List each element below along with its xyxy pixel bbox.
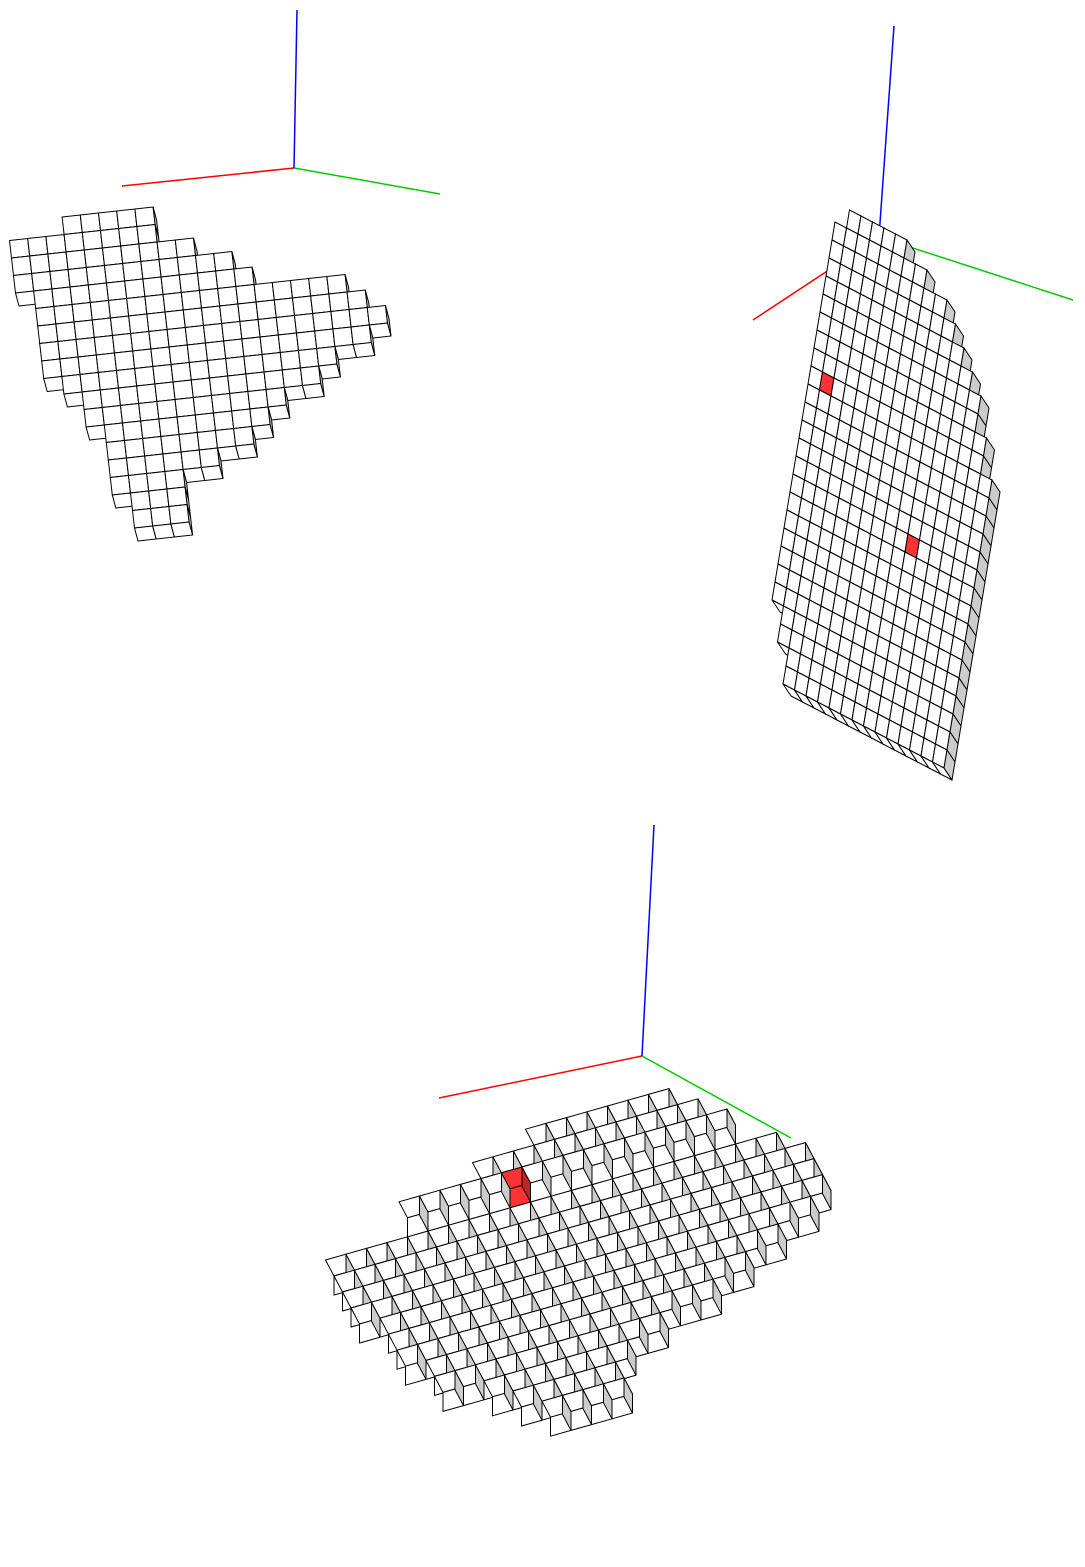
voxel-cube — [724, 1251, 755, 1294]
voxel-cube — [198, 447, 224, 482]
voxel-cube — [168, 503, 194, 538]
voxel-cube — [521, 1160, 552, 1203]
voxel-cube — [398, 1195, 429, 1238]
voxel-cube — [705, 1108, 737, 1151]
view-bottom — [324, 824, 832, 1437]
x-axis-line — [438, 1055, 643, 1099]
voxel-cube — [644, 1125, 675, 1168]
voxel-cube — [299, 365, 325, 400]
voxel-cube — [801, 1174, 832, 1217]
voxel-cube — [618, 1317, 649, 1360]
voxel-cube — [789, 1195, 820, 1238]
voxel-cube — [459, 1178, 491, 1221]
view-top-right — [752, 25, 1074, 782]
voxel-cube — [396, 1343, 427, 1386]
voxel-cube — [249, 406, 275, 441]
y-axis-line — [641, 1055, 792, 1139]
voxel-cube — [480, 1172, 511, 1215]
voxel-cube — [603, 1137, 634, 1180]
voxel-cube — [350, 324, 376, 359]
x-axis-line — [121, 167, 295, 187]
voxel-cube — [602, 1377, 634, 1420]
voxel-cube — [931, 743, 956, 782]
voxel-cube — [650, 1290, 682, 1333]
z-axis-line — [641, 824, 655, 1057]
z-axis-line — [293, 9, 298, 169]
voxel-cube — [768, 1201, 800, 1244]
voxel-cube — [691, 1278, 723, 1321]
voxel-cube — [756, 1223, 788, 1266]
voxel-cube — [561, 1389, 593, 1432]
voxel-cube — [350, 1301, 381, 1344]
voxel-cube — [638, 1312, 670, 1355]
voxel-cube — [439, 1183, 470, 1226]
view-top-left — [8, 9, 441, 542]
voxel-cube — [233, 425, 259, 460]
z-axis-line — [878, 25, 895, 238]
voxel-cube — [671, 1284, 702, 1327]
voxel-cube — [623, 1131, 655, 1174]
y-axis-line — [293, 167, 441, 195]
voxel-cube — [418, 1189, 450, 1232]
voxel-cube — [366, 304, 392, 339]
voxel-cube — [685, 1114, 716, 1157]
voxel-cube — [454, 1364, 485, 1407]
